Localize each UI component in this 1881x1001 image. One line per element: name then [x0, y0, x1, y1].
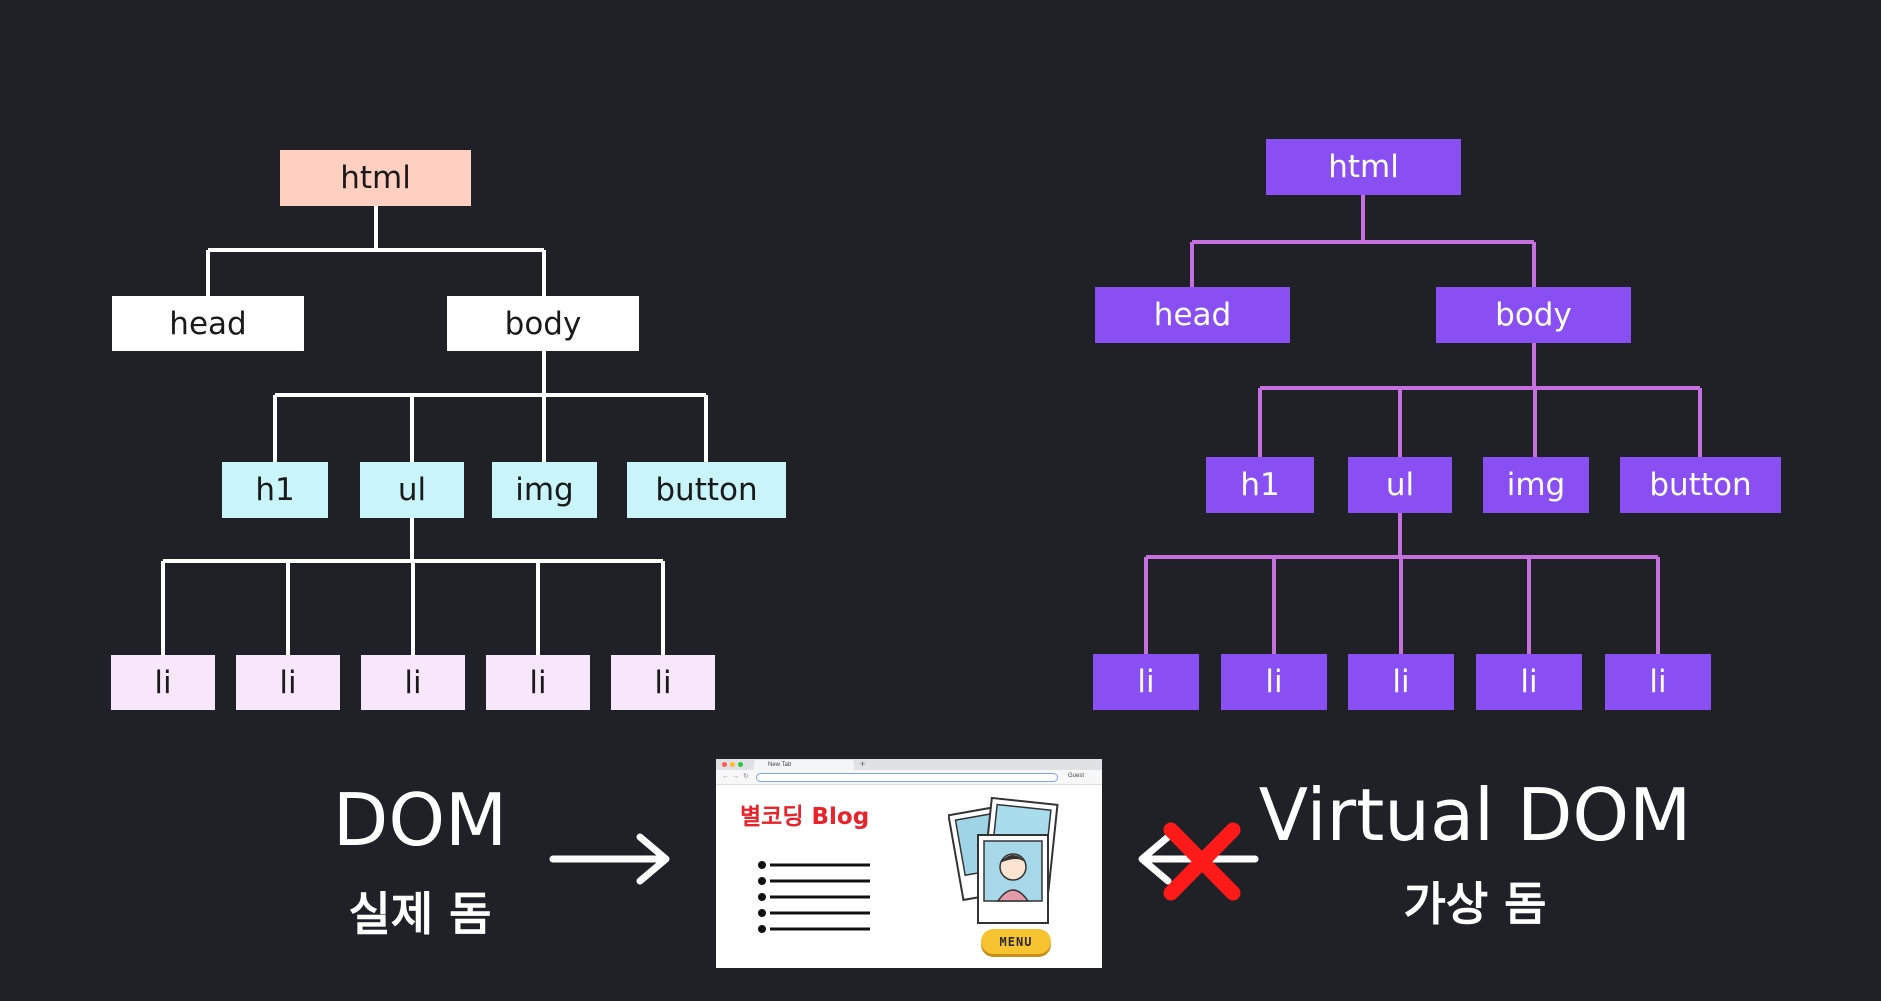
real-node-li: li — [236, 655, 340, 710]
real-node-h1: h1 — [222, 462, 328, 518]
real-node-body: body — [447, 296, 639, 351]
virtual-dom-sub-label: 가상 돔 — [1403, 877, 1547, 931]
virtual-node-head: head — [1095, 287, 1290, 343]
new-tab-icon: + — [860, 759, 866, 769]
reload-icon: ↻ — [743, 773, 749, 780]
photo-stack-icon — [948, 796, 1059, 924]
virtual-node-ul: ul — [1348, 457, 1452, 513]
close-dot-icon — [722, 762, 727, 767]
virtual-dom-label: Virtual DOM — [1258, 773, 1692, 857]
virtual-node-body: body — [1436, 287, 1631, 343]
virtual-node-h1: h1 — [1206, 457, 1314, 513]
real-node-li: li — [611, 655, 715, 710]
real-node-li: li — [486, 655, 590, 710]
maximize-dot-icon — [738, 762, 743, 767]
browser-titlebar: New Tab + — [716, 759, 1102, 770]
virtual-node-html: html — [1266, 139, 1461, 195]
virtual-node-li: li — [1605, 654, 1711, 710]
blog-title: 별코딩 Blog — [740, 804, 870, 830]
virtual-node-img: img — [1483, 457, 1589, 513]
menu-button: MENU — [981, 929, 1051, 954]
virtual-node-li: li — [1221, 654, 1327, 710]
browser-tab: New Tab — [754, 760, 854, 770]
real-node-button: button — [627, 462, 786, 518]
real-node-html: html — [280, 150, 471, 206]
virtual-node-button: button — [1620, 457, 1781, 513]
real-dom-connectors — [161, 206, 708, 655]
profile-label: Guest — [1068, 773, 1085, 779]
browser-window: New Tab + ← → ↻ Guest 별코딩 Blog — [716, 759, 1102, 968]
back-icon: ← — [722, 773, 729, 780]
bullet-list — [758, 861, 870, 933]
dom-label: DOM — [332, 778, 508, 862]
real-node-li: li — [361, 655, 465, 710]
real-node-head: head — [112, 296, 304, 351]
browser-toolbar: ← → ↻ Guest — [716, 770, 1102, 785]
tab-title: New Tab — [768, 762, 792, 768]
virtual-dom-connectors — [1144, 195, 1702, 654]
arrow-right-icon — [549, 833, 670, 885]
minimize-dot-icon — [730, 762, 735, 767]
dom-sub-label: 실제 돔 — [348, 887, 492, 941]
forward-icon: → — [732, 773, 739, 780]
address-bar — [756, 773, 1058, 782]
real-node-img: img — [492, 462, 597, 518]
red-x-icon — [1163, 822, 1241, 901]
virtual-node-li: li — [1476, 654, 1582, 710]
real-node-li: li — [111, 655, 215, 710]
real-node-ul: ul — [360, 462, 464, 518]
virtual-node-li: li — [1093, 654, 1199, 710]
virtual-node-li: li — [1348, 654, 1454, 710]
